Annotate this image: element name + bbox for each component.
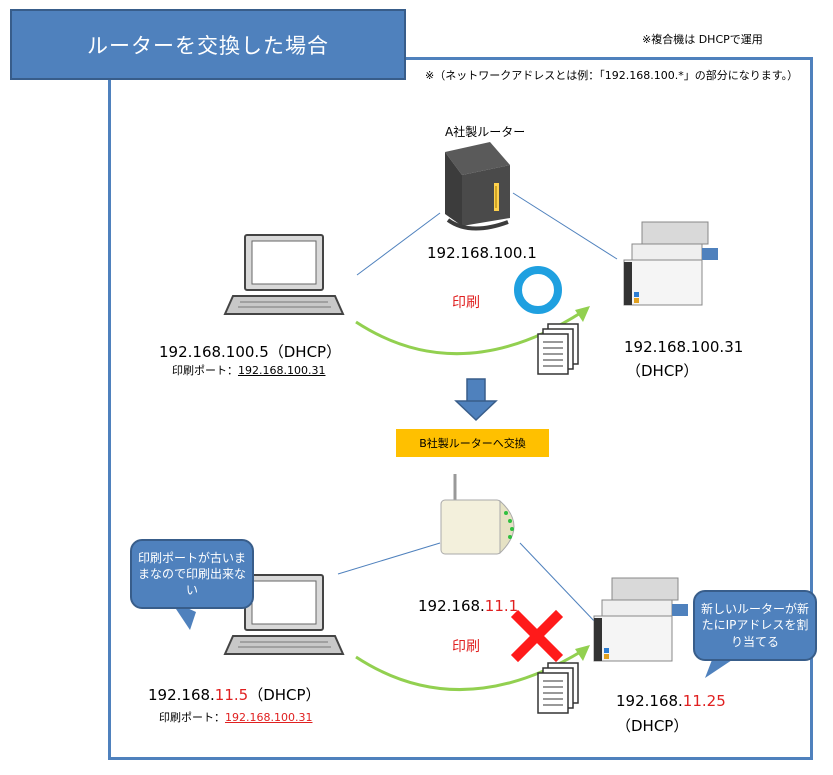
link-router-printer-top [512,192,618,260]
laptop-icon-top [223,234,345,315]
print-arrowhead-top [575,306,590,322]
frame-note: ※（ネットワークアドレスとは例：「192.168.100.*」の部分になります。… [425,69,799,82]
print-port-ip-top: 192.168.100.31 [238,364,326,377]
pc-ip-bottom: 192.168.11.5（DHCP） [148,684,321,705]
router-b-ip-prefix: 192.168. [418,597,485,615]
router-b-ip-highlight: 11.1 [484,597,519,615]
printer-info-bubble-text: 新しいルーターが新たにIPアドレスを割り当てる [700,602,809,649]
printer-dhcp-top: （DHCP） [626,362,699,380]
print-port-top: 印刷ポート：192.168.100.31 [172,362,325,378]
printer-ip-bottom-prefix: 192.168. [616,692,683,710]
router-a-ip: 192.168.100.1 [427,244,537,262]
printer-icon-top [623,221,718,306]
printer-dhcp-bottom: （DHCP） [616,717,689,735]
print-port-label-top: 印刷ポート： [172,364,238,377]
pc-ip-bottom-suffix: （DHCP） [248,686,321,704]
down-arrow-icon [454,378,498,422]
pc-error-bubble-text: 印刷ポートが古いままなので印刷出来ない [137,550,246,598]
laptop-icon-bottom [223,574,345,655]
pc-error-bubble: 印刷ポートが古いままなので印刷出来ない [130,539,254,609]
printer-info-bubble: 新しいルーターが新たにIPアドレスを割り当てる [693,590,817,661]
document-stack-icon-top [537,323,579,375]
print-port-ip-bottom: 192.168.100.31 [225,711,313,724]
printer-icon-bottom [593,577,688,662]
link-pc-router-bottom [337,542,441,575]
print-label-bottom: 印刷 [452,639,480,655]
pc-ip-bottom-prefix: 192.168. [148,686,215,704]
document-stack-icon-bottom [537,662,579,714]
print-arrowhead-bottom [575,645,590,661]
header-note: ※複合機は DHCPで運用 [642,33,763,46]
router-b-ip: 192.168.11.1 [418,597,518,615]
page-title: ルーターを交換した場合 [87,33,329,58]
print-port-label-bottom: 印刷ポート： [159,711,225,724]
title-box: ルーターを交換した場合 [10,9,406,80]
pc-ip-top: 192.168.100.5（DHCP） [159,343,342,361]
printer-ip-bottom-highlight: 11.25 [682,692,726,710]
diagram-frame [108,57,813,760]
pc-ip-bottom-highlight: 11.5 [214,686,249,704]
print-label-top: 印刷 [452,295,480,311]
printer-ip-top: 192.168.100.31 [624,338,744,356]
fail-cross-icon [510,609,564,663]
router-switch-label: B社製ルーターへ交換 [419,437,526,450]
router-b-icon [440,474,515,555]
success-circle-icon [514,266,562,314]
print-port-bottom: 印刷ポート：192.168.100.31 [159,709,312,725]
router-a-icon [445,142,510,231]
link-router-printer-bottom [519,542,598,625]
printer-ip-bottom: 192.168.11.25 [616,692,726,710]
router-a-label: A社製ルーター [445,125,526,139]
router-switch-banner: B社製ルーターへ交換 [396,429,549,457]
link-pc-router-top [356,212,441,276]
